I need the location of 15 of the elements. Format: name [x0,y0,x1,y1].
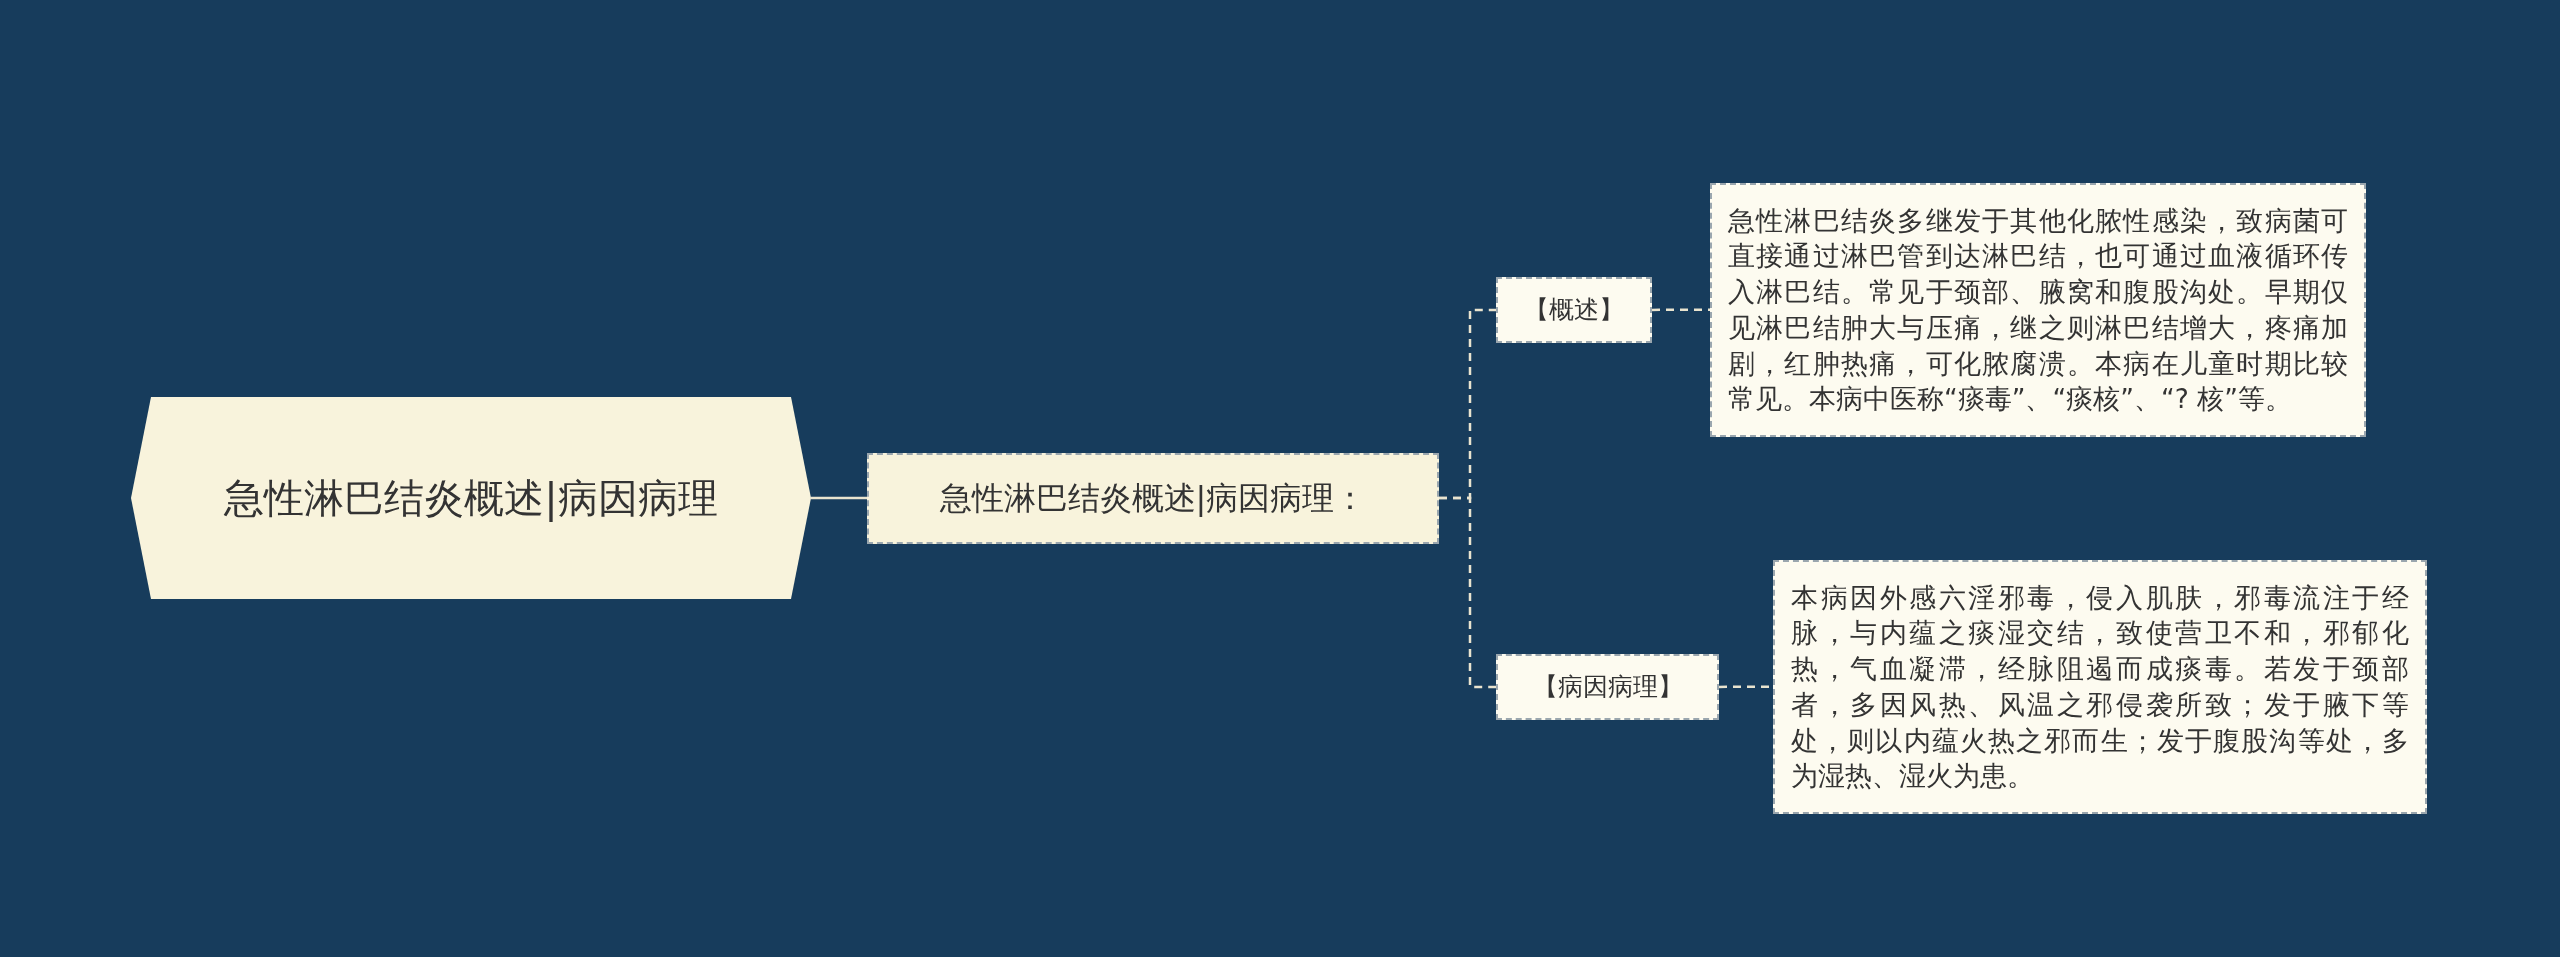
node-text: 本病因外感六淫邪毒，侵入肌肤，邪毒流注于经脉，与内蕴之痰湿交结，致使营卫不和，邪郁化热，气血凝滞，经脉阻遏而成痰毒。若发于颈部者，多因风热、风温之邪侵袭所致；发于腋下等处，则以内蕴火热之邪而生；发于腹股沟等处，多为湿热、湿火为患。 [1791,580,2409,794]
topic-box [867,452,1439,544]
connector-line [1652,308,1710,312]
connector-line [1439,496,1496,689]
topic-box [1496,277,1652,343]
hexagon-node [131,397,811,599]
topic-box [1496,654,1719,720]
text-card [1710,182,2366,438]
node-text: 【概述】 [1524,294,1624,326]
node-text: 急性淋巴结炎概述|病因病理： [939,477,1367,519]
node-text: 急性淋巴结炎多继发于其他化脓性感染，致病菌可直接通过淋巴管到达淋巴结，也可通过血液循环传入淋巴结。常见于颈部、腋窝和腹股沟处。早期仅见淋巴结肿大与压痛，继之则淋巴结增大，疼痛加剧，红肿热痛，可化脓腐溃。本病在儿童时期比较常见。本病中医称“痰毒”、“痰核”、“? 核”等。 [1728,203,2348,417]
title-text: 急性淋巴结炎概述|病因病理 [224,474,718,524]
connector-line [811,496,867,500]
node-text: 【病因病理】 [1532,671,1683,703]
text-card [1773,559,2427,815]
